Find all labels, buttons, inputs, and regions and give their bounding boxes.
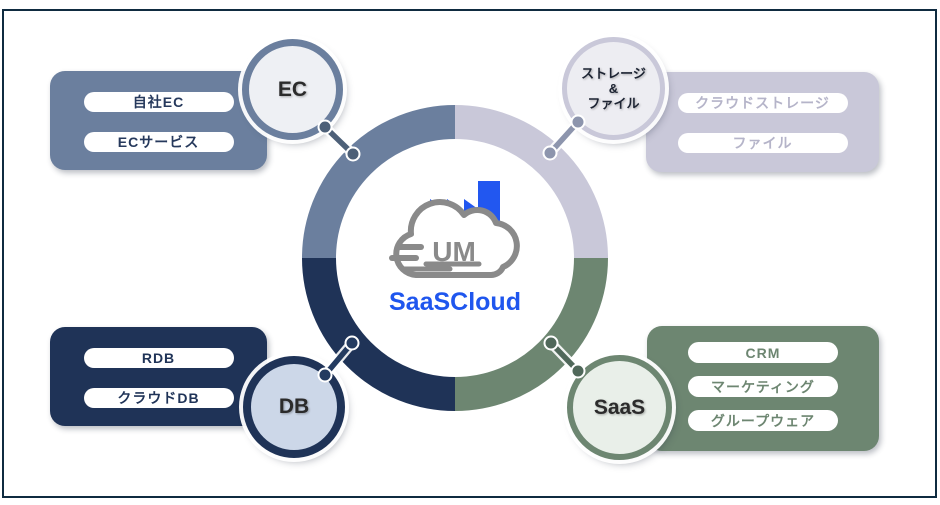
saas-badge-label: SaaS	[593, 395, 646, 419]
storage-group-box: クラウドストレージ ファイル	[646, 72, 879, 172]
saas-item-pill: CRM	[688, 342, 838, 363]
storage-item-pill: ファイル	[677, 133, 848, 153]
saas-badge: SaaS	[567, 355, 672, 460]
storage-item-pill: クラウドストレージ	[677, 93, 848, 113]
db-item-pill: クラウドDB	[83, 388, 234, 408]
ec-badge: EC	[242, 39, 343, 140]
ring-quadrant-ec	[302, 105, 456, 259]
db-badge: DB	[243, 356, 345, 458]
db-badge-label: DB	[278, 395, 310, 418]
factory-cloud-logo-icon: UM	[389, 181, 520, 278]
brand-title: SaaSCloud	[389, 288, 521, 316]
saas-item-pill: マーケティング	[688, 376, 838, 397]
db-group-box: RDB クラウドDB	[50, 327, 267, 426]
storage-badge: ストレージ & ファイル	[562, 37, 665, 140]
ring-quadrant-storage	[454, 105, 608, 259]
db-item-pill: RDB	[83, 348, 234, 368]
ec-badge-label: EC	[277, 77, 308, 101]
cloud-monogram: UM	[432, 236, 476, 267]
saas-group-box: CRM マーケティング グループウェア	[647, 326, 879, 451]
saas-item-pill: グループウェア	[688, 410, 838, 431]
ring-quadrant-db	[302, 257, 456, 411]
cloud-outline-icon	[393, 199, 520, 278]
ec-item-pill: ECサービス	[83, 132, 234, 152]
ring-quadrant-saas	[454, 257, 608, 411]
storage-badge-label: ストレージ & ファイル	[581, 66, 646, 111]
ec-group-box: 自社EC ECサービス	[50, 71, 267, 170]
ec-item-pill: 自社EC	[83, 92, 234, 112]
